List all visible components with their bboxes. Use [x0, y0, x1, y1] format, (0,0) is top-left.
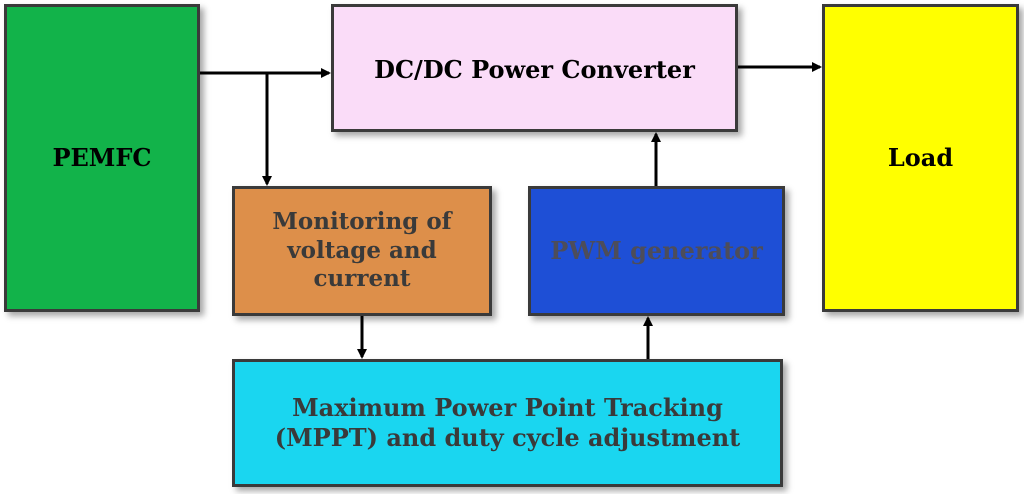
mppt-label: Maximum Power Point Tracking (MPPT) and … — [274, 393, 741, 452]
pemfc-block: PEMFC — [4, 4, 200, 312]
mppt-block: Maximum Power Point Tracking (MPPT) and … — [232, 359, 783, 487]
load-block: Load — [822, 4, 1019, 312]
load-label: Load — [887, 143, 954, 172]
pwm-generator-block: PWM generator — [528, 186, 785, 316]
monitoring-label: Monitoring of voltage and current — [272, 207, 452, 293]
pwm-generator-label: PWM generator — [550, 236, 763, 265]
pemfc-label: PEMFC — [52, 143, 152, 172]
dc-dc-converter-label: DC/DC Power Converter — [374, 55, 695, 84]
monitoring-block: Monitoring of voltage and current — [232, 186, 492, 316]
dc-dc-converter-block: DC/DC Power Converter — [331, 4, 738, 132]
